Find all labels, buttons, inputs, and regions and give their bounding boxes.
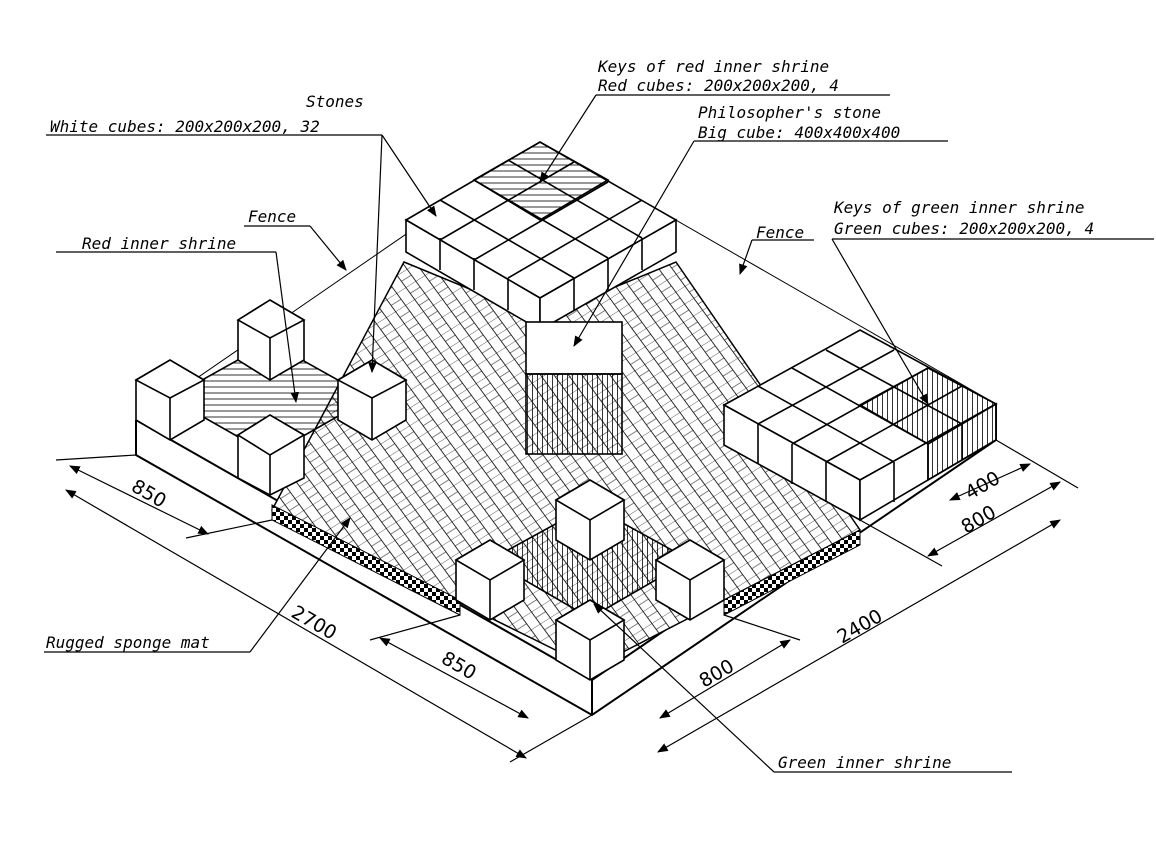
green-keys-title: Keys of green inner shrine	[833, 198, 1084, 217]
leader-lines	[44, 94, 1154, 773]
dim-bottom-800: 800	[696, 655, 738, 692]
red-inner-shrine	[134, 299, 408, 496]
dim-right-2400: 2400	[834, 605, 887, 648]
sponge-mat-label: Rugged sponge mat	[46, 633, 210, 652]
dimension-lines	[55, 439, 1079, 763]
red-shrine-label: Red inner shrine	[82, 234, 236, 253]
stones-title: Stones	[306, 92, 364, 111]
dim-right-800: 800	[958, 501, 1000, 538]
annotation-labels: Stones White cubes: 200x200x200, 32 Keys…	[46, 57, 1094, 772]
green-keys-detail: Green cubes: 200x200x200, 4	[834, 219, 1094, 238]
philosopher-title: Philosopher's stone	[698, 103, 881, 122]
dim-right-400: 400	[962, 467, 1004, 504]
philosopher-detail: Big cube: 400x400x400	[698, 123, 900, 142]
green-key-and-stone-cubes	[722, 329, 998, 522]
dim-total-2700: 2700	[288, 601, 341, 644]
dim-left-850: 850	[128, 475, 170, 512]
fence-right-label: Fence	[756, 223, 804, 242]
stones-detail: White cubes: 200x200x200, 32	[50, 117, 320, 136]
philosophers-stone	[525, 321, 623, 455]
green-shrine-label: Green inner shrine	[778, 753, 951, 772]
red-keys-title: Keys of red inner shrine	[597, 57, 829, 76]
dim-bottom-850: 850	[438, 647, 480, 684]
red-keys-detail: Red cubes: 200x200x200, 4	[598, 76, 839, 95]
fence-left-label: Fence	[248, 207, 296, 226]
